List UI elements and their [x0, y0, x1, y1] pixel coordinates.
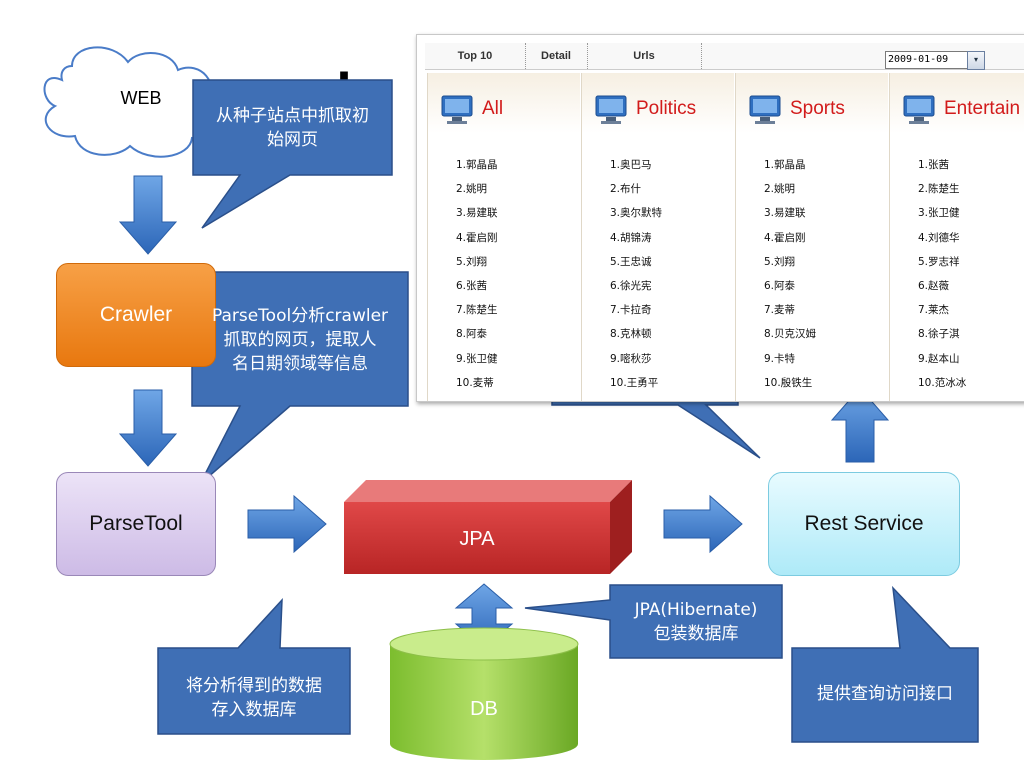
list-item[interactable]: 5.王忠诚 — [610, 255, 652, 268]
list-item[interactable]: 10.范冰冰 — [918, 376, 967, 389]
list-item[interactable]: 9.嘧秋莎 — [610, 352, 652, 365]
list-item[interactable]: 4.胡锦涛 — [610, 231, 652, 244]
column-title: Entertain — [944, 98, 1021, 119]
column-title: All — [482, 98, 504, 119]
callout-jpa-text: JPA(Hibernate)包装数据库 — [634, 600, 758, 644]
list-item[interactable]: 2.姚明 — [764, 183, 796, 196]
list-item[interactable]: 2.布什 — [610, 183, 642, 196]
column-all: All 1.郭晶晶 2.姚明 3.易建联 4.霍启刚 5.刘翔 6.张茜 7.陈… — [427, 73, 580, 401]
db-label: DB — [470, 698, 498, 720]
list-item[interactable]: 3.张卫健 — [918, 207, 960, 220]
arrow-rest-to-ui — [830, 387, 890, 463]
list-item[interactable]: 6.赵薇 — [918, 279, 950, 292]
list-item[interactable]: 5.刘翔 — [764, 255, 796, 268]
monitor-icon — [749, 95, 781, 124]
monitor-icon — [903, 95, 935, 124]
list-item[interactable]: 7.莱杰 — [918, 304, 950, 317]
list-item[interactable]: 9.赵本山 — [918, 352, 960, 365]
list-item[interactable]: 4.刘德华 — [918, 231, 960, 244]
tab-detail[interactable]: Detail — [525, 43, 588, 69]
callout-store-bubble — [157, 597, 351, 735]
list-item[interactable]: 1.郭晶晶 — [456, 159, 498, 171]
list-item[interactable]: 7.陈楚生 — [456, 304, 498, 317]
list-item[interactable]: 6.阿泰 — [764, 279, 796, 292]
list-item[interactable]: 5.罗志祥 — [918, 255, 960, 268]
column-politics: Politics 1.奥巴马 2.布什 3.奥尔默特 4.胡锦涛 5.王忠诚 6… — [581, 73, 734, 401]
list-item[interactable]: 7.卡拉奇 — [610, 304, 652, 317]
list-item[interactable]: 2.陈楚生 — [918, 183, 960, 196]
name-list: 1.郭晶晶 2.姚明 3.易建联 4.霍启刚 5.刘翔 6.阿泰 7.麦蒂 8.… — [764, 153, 816, 395]
tab-top10[interactable]: Top 10 — [425, 43, 526, 69]
rest-service-node: Rest Service — [768, 472, 960, 576]
list-item[interactable]: 8.徐子淇 — [918, 328, 960, 341]
calendar-icon[interactable]: ▾ — [967, 51, 985, 70]
column-sports: Sports 1.郭晶晶 2.姚明 3.易建联 4.霍启刚 5.刘翔 6.阿泰 … — [735, 73, 888, 401]
jpa-label: JPA — [459, 528, 495, 550]
monitor-icon — [595, 95, 627, 124]
list-item[interactable]: 2.姚明 — [456, 183, 488, 196]
list-item[interactable]: 10.殷铁生 — [764, 376, 813, 389]
arrow-jpa-to-rest — [663, 494, 743, 554]
list-item[interactable]: 1.郭晶晶 — [764, 159, 806, 171]
list-item[interactable]: 3.易建联 — [456, 207, 498, 220]
db-cylinder — [389, 627, 579, 760]
column-title: Politics — [636, 98, 697, 119]
arrow-crawler-to-parsetool — [118, 389, 178, 467]
callout-rest-bubble — [791, 585, 979, 743]
arrow-parsetool-to-jpa — [247, 494, 327, 554]
list-item[interactable]: 9.卡特 — [764, 352, 796, 365]
list-item[interactable]: 6.张茜 — [456, 279, 488, 292]
list-item[interactable]: 4.霍启刚 — [764, 231, 806, 244]
web-node: WEB — [120, 88, 162, 108]
callout-crawl-text: 从种子站点中抓取初始网页 — [216, 106, 369, 150]
list-item[interactable]: 9.张卫健 — [456, 352, 498, 365]
list-item[interactable]: 8.贝克汉姆 — [764, 328, 817, 341]
name-list: 1.奥巴马 2.布什 3.奥尔默特 4.胡锦涛 5.王忠诚 6.徐光宪 7.卡拉… — [610, 153, 662, 395]
list-item[interactable]: 3.易建联 — [764, 207, 806, 220]
date-input[interactable]: 2009-01-09 — [885, 51, 969, 69]
list-item[interactable]: 10.麦蒂 — [456, 376, 494, 389]
callout-store-text: 将分析得到的数据存入数据库 — [186, 676, 322, 720]
crawler-node: Crawler — [56, 263, 216, 367]
list-item[interactable]: 7.麦蒂 — [764, 304, 796, 317]
callout-jpa-bubble — [524, 584, 783, 659]
column-entertain: Entertain 1.张茜 2.陈楚生 3.张卫健 4.刘德华 5.罗志祥 6… — [889, 73, 1024, 401]
list-item[interactable]: 8.克林顿 — [610, 328, 652, 341]
list-item[interactable]: 6.徐光宪 — [610, 279, 652, 292]
list-item[interactable]: 4.霍启刚 — [456, 231, 498, 244]
list-item[interactable]: 3.奥尔默特 — [610, 207, 663, 220]
tab-urls[interactable]: Urls — [587, 43, 702, 69]
ui-screenshot-panel: Top 10 Detail Urls 2009-01-09 ▾ All 1.郭晶… — [416, 34, 1024, 402]
callout-rest-text: 提供查询访问接口 — [817, 684, 953, 704]
list-item[interactable]: 10.王勇平 — [610, 376, 659, 389]
column-title: Sports — [790, 98, 845, 119]
name-list: 1.张茜 2.陈楚生 3.张卫健 4.刘德华 5.罗志祥 6.赵薇 7.莱杰 8… — [918, 153, 966, 395]
monitor-icon — [441, 95, 473, 124]
callout-parse-bubble — [191, 271, 409, 485]
parsetool-node: ParseTool — [56, 472, 216, 576]
arrow-web-to-crawler — [118, 175, 178, 255]
list-item[interactable]: 1.张茜 — [918, 159, 950, 171]
list-item[interactable]: 5.刘翔 — [456, 255, 488, 268]
name-list: 1.郭晶晶 2.姚明 3.易建联 4.霍启刚 5.刘翔 6.张茜 7.陈楚生 8… — [456, 153, 498, 395]
callout-crawl-bubble — [192, 79, 393, 229]
list-item[interactable]: 8.阿泰 — [456, 328, 488, 341]
list-item[interactable]: 1.奥巴马 — [610, 159, 652, 171]
tab-bar: Top 10 Detail Urls 2009-01-09 ▾ — [425, 43, 1024, 70]
jpa-block — [344, 480, 632, 574]
